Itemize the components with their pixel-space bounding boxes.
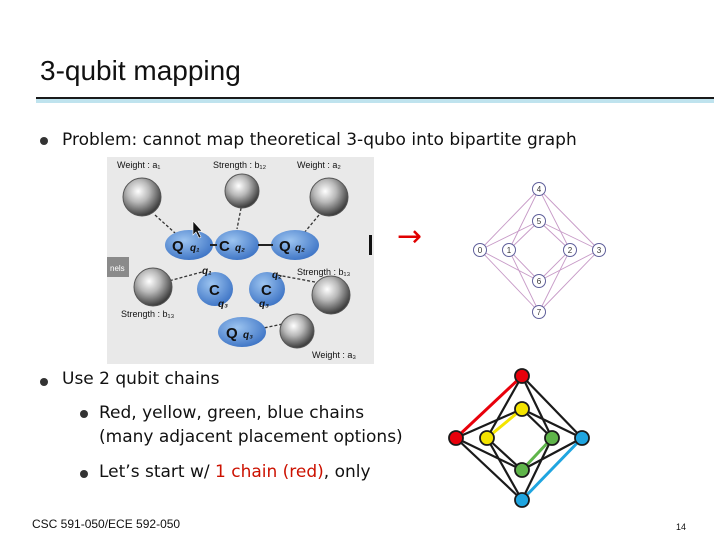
bullet-problem: Problem: cannot map theoretical 3-qubo i… (62, 130, 577, 150)
graph-node-label: 2 (568, 246, 573, 255)
graph-node (502, 243, 516, 257)
blue-chain-edge (520, 436, 584, 502)
weight-a1-label: Weight : a₁ (117, 160, 160, 170)
weight-a3-label: Weight : a₃ (312, 350, 356, 360)
strength-b13-right-label: Strength : b₁₃ (297, 267, 351, 277)
svg-text:q₁: q₁ (190, 243, 200, 254)
graph-edge (521, 437, 553, 501)
graph-edge (521, 437, 583, 471)
graph-edge (521, 408, 583, 439)
svg-text:q₁: q₁ (202, 266, 212, 277)
graph-node-label: 3 (597, 246, 602, 255)
separator-mark (369, 235, 372, 255)
svg-text:q₂: q₂ (272, 270, 282, 281)
sub-bullet-colors: Red, yellow, green, blue chains (many ad… (99, 401, 403, 449)
graph-node (532, 274, 546, 288)
blue-node (574, 430, 590, 446)
knob-icon (224, 173, 260, 209)
bullet-dot (40, 378, 48, 386)
knob-icon (309, 177, 349, 217)
green-node (544, 430, 560, 446)
sub-bullet-colors-line1: Red, yellow, green, blue chains (99, 403, 365, 423)
bullet-dot (40, 137, 48, 145)
svg-text:q₂: q₂ (295, 243, 305, 254)
red-node (448, 430, 464, 446)
node-q-label: Q (172, 238, 184, 255)
graph-node-label: 0 (478, 246, 483, 255)
graph-edge (455, 437, 523, 471)
svg-text:q₃: q₃ (218, 299, 228, 310)
strength-b12-label: Strength : b₁₂ (213, 160, 267, 170)
page-number: 14 (676, 522, 687, 532)
graph-edge (455, 437, 523, 501)
sub-bullet-start: Let’s start w/ 1 chain (red), only (99, 462, 371, 482)
green-node (514, 462, 530, 478)
svg-text:q₂: q₂ (235, 243, 245, 254)
yellow-node (514, 401, 530, 417)
graph-node-label: 7 (537, 308, 542, 317)
side-tab-label: nels (110, 264, 125, 273)
svg-text:q₃: q₃ (259, 299, 269, 310)
strength-b13-left-label: Strength : b₁₃ (121, 309, 175, 319)
slide-title: 3-qubit mapping (40, 55, 241, 86)
graph-edge (521, 375, 553, 439)
graph-edge (455, 407, 523, 440)
knob-icon (311, 275, 351, 315)
graph-edge (486, 437, 523, 471)
graph-node-label: 4 (537, 185, 542, 194)
title-underline (36, 97, 714, 103)
blue-node (514, 492, 530, 508)
knob-icon (133, 267, 173, 307)
qubo-figure: nels Weight : a₁ Strength : b₁₂ Weight :… (107, 157, 374, 364)
cursor-icon (192, 220, 203, 239)
graph-node (592, 243, 606, 257)
graph-edge (486, 375, 523, 439)
chain-graph (448, 368, 590, 508)
red-node (514, 368, 530, 384)
svg-text:C: C (261, 282, 272, 299)
yellow-node (479, 430, 495, 446)
sub-bullet-dot (80, 410, 88, 418)
svg-text:Q: Q (226, 325, 238, 342)
sub-bullet-dot (80, 470, 88, 478)
bullet-chains: Use 2 qubit chains (62, 369, 220, 389)
graph-node (532, 305, 546, 319)
red-chain-edge (454, 374, 524, 440)
svg-text:C: C (209, 282, 220, 299)
graph-edge (521, 375, 583, 439)
knob-icon (279, 313, 315, 349)
graph-node-label: 1 (507, 246, 512, 255)
graph-edge (486, 437, 523, 501)
svg-text:Q: Q (279, 238, 291, 255)
red-chain-highlight: 1 chain (red) (215, 462, 324, 482)
graph-node (473, 243, 487, 257)
svg-text:q₃: q₃ (243, 330, 253, 341)
weight-a2-label: Weight : a₂ (297, 160, 341, 170)
course-footer: CSC 591-050/ECE 592-050 (32, 517, 181, 531)
graph-node-label: 5 (537, 217, 542, 226)
sub-bullet-colors-line2: (many adjacent placement options) (99, 427, 403, 447)
graph-node (563, 243, 577, 257)
arrow-icon: → (397, 219, 423, 254)
knob-icon (122, 177, 162, 217)
side-tab (107, 257, 129, 277)
node-c-label: C (219, 238, 230, 255)
bipartite-graph: 4 5 0 1 2 3 6 7 (473, 182, 606, 319)
graph-node (532, 214, 546, 228)
graph-node (532, 182, 546, 196)
graph-node-label: 6 (537, 277, 542, 286)
